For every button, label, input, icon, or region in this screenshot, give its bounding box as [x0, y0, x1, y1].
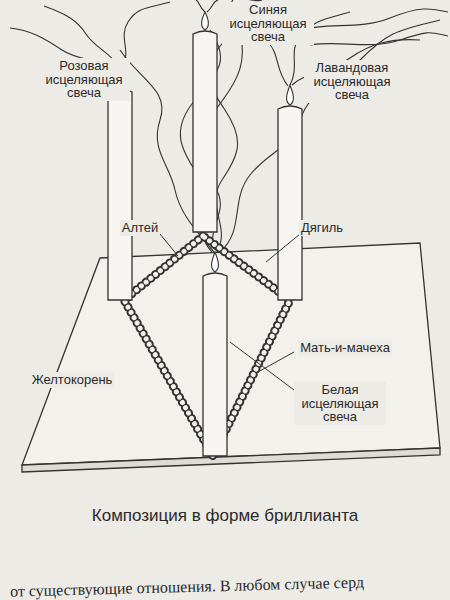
- candle-label: Синяя исцеляющая свеча: [222, 2, 314, 45]
- candles: [108, 31, 302, 456]
- figure-caption: Композиция в форме бриллианта: [0, 506, 450, 526]
- flames: [117, 12, 294, 272]
- candle-label: Лавандовая исцеляющая свеча: [304, 60, 400, 103]
- pink-candle: [108, 89, 132, 300]
- body-text: от существующие отношения. В любом случа…: [10, 573, 364, 600]
- lavender-candle: [278, 106, 302, 300]
- leader-lines: [160, 234, 302, 396]
- table-cloth: [22, 243, 440, 472]
- white-candle: [203, 273, 227, 456]
- herb-label: Желтокорень: [30, 372, 115, 388]
- herb-label: Мать-и-мачеха: [298, 340, 392, 356]
- herb-label: Дягиль: [299, 220, 345, 236]
- herb-label: Алтей: [120, 220, 161, 236]
- candle-label: Белая исцеляющая свеча: [294, 382, 386, 425]
- smoke-lines: [10, 0, 448, 252]
- herb-garland: [124, 236, 290, 456]
- candle-label: Розовая исцеляющая свеча: [38, 58, 130, 101]
- blue-candle: [193, 31, 217, 232]
